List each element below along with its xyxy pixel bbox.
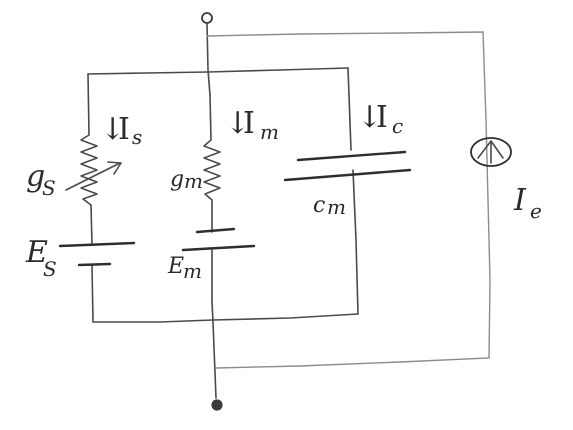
- membrane-branch-top-wire: [209, 94, 212, 141]
- svg-text:↓: ↓: [225, 106, 250, 141]
- svg-text:I: I: [118, 112, 130, 147]
- svg-text:m: m: [260, 120, 279, 144]
- open-terminal-icon: [201, 12, 213, 24]
- top-bus-wire: [87, 67, 349, 75]
- svg-text:g: g: [170, 167, 184, 192]
- svg-text:S: S: [42, 176, 56, 200]
- capacitor-branch-top-wire: [347, 67, 352, 151]
- sodium-branch-mid-wire: [90, 204, 93, 246]
- variable-resistor-icon: [65, 134, 122, 206]
- capacitor-icon: [283, 150, 412, 182]
- svg-text:I: I: [513, 183, 527, 218]
- sodium-battery-icon: [58, 241, 136, 267]
- svg-text:c: c: [313, 193, 325, 218]
- capacitor-branch-bottom-wire: [352, 169, 359, 315]
- svg-text:↓: ↓: [100, 112, 125, 147]
- bottom-lead-wire: [211, 301, 217, 399]
- circuit-wires: [87, 23, 491, 399]
- sodium-branch-top-wire: [87, 73, 90, 136]
- svg-text:c: c: [392, 114, 403, 138]
- svg-text:s: s: [132, 125, 142, 149]
- svg-text:E: E: [167, 254, 184, 279]
- external-source-loop-wire: [206, 31, 491, 369]
- svg-text:g: g: [26, 159, 45, 194]
- svg-text:m: m: [327, 195, 346, 219]
- svg-text:e: e: [530, 199, 542, 223]
- capacitance-label: c m: [313, 193, 346, 219]
- top-lead-wire: [206, 23, 211, 96]
- svg-text:m: m: [184, 169, 203, 193]
- membrane-conductance-label: g m: [170, 167, 203, 193]
- svg-text:S: S: [43, 257, 57, 281]
- sodium-branch-bottom-wire: [91, 264, 94, 323]
- svg-text:E: E: [25, 235, 48, 270]
- svg-text:m: m: [183, 259, 202, 283]
- svg-text:I: I: [376, 100, 388, 135]
- membrane-current-label: ↓ I m: [225, 106, 279, 144]
- membrane-battery-icon: [181, 227, 256, 252]
- external-current-label: I e: [513, 183, 542, 223]
- svg-text:↓: ↓: [357, 100, 382, 135]
- bottom-bus-wire: [92, 313, 359, 323]
- sodium-conductance-label: g S: [26, 159, 56, 200]
- svg-text:I: I: [243, 106, 255, 141]
- sodium-current-label: ↓ I s: [100, 112, 142, 149]
- current-source-icon: [470, 137, 512, 167]
- resistor-icon: [203, 139, 221, 201]
- membrane-battery-label: E m: [167, 254, 202, 283]
- sodium-battery-label: E S: [25, 235, 57, 281]
- capacitor-current-label: ↓ I c: [357, 100, 403, 138]
- filled-terminal-icon: [211, 399, 223, 411]
